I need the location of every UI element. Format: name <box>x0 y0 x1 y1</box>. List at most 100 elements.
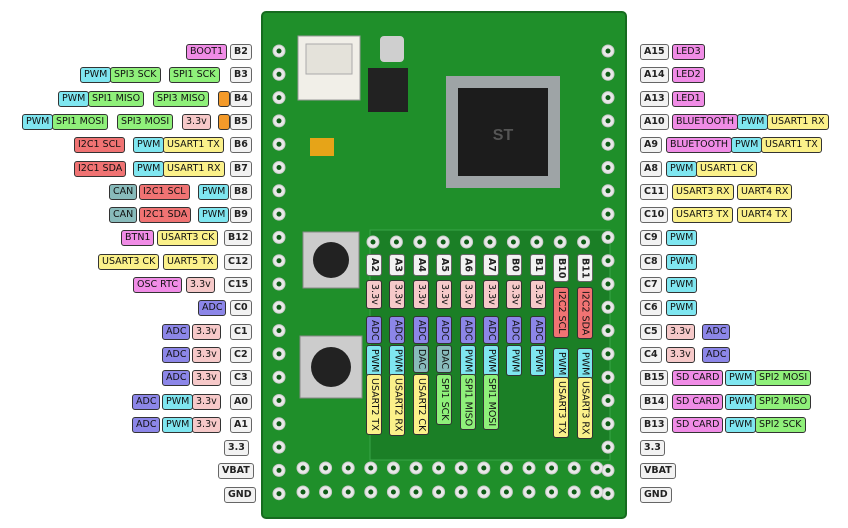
function-tag: PWM <box>198 207 230 224</box>
function-tag: ADC <box>459 316 476 345</box>
pin-hole-center <box>605 374 611 380</box>
pin-hole-center <box>393 239 399 245</box>
pin-hole-center <box>510 239 516 245</box>
btn1-button[interactable] <box>302 231 360 289</box>
pin-label-3-3: 3.3 <box>640 440 665 457</box>
function-tag <box>218 113 230 130</box>
function-tag: PWM <box>483 345 499 377</box>
function-tag: USART2 TX <box>366 374 382 435</box>
function-tag: USART3 CK <box>157 230 219 247</box>
function-tag: PWM <box>133 160 165 177</box>
function-tag: ADC <box>162 370 191 387</box>
function-tag: LED3 <box>672 44 705 60</box>
function-tag: PWM <box>725 416 757 433</box>
function-tag: SPI1 SCK <box>169 67 220 84</box>
function-tag: ADC <box>132 416 161 433</box>
function-tag: UART4 TX <box>737 207 792 224</box>
pin-label-c4: C4 <box>640 346 662 363</box>
pin-hole-center <box>605 165 611 170</box>
pin-hole-center <box>571 489 577 495</box>
crystal <box>380 36 404 62</box>
pin-hole-center <box>276 48 282 54</box>
function-tag: PWM <box>576 348 593 380</box>
pin-label-c3: C3 <box>230 370 252 387</box>
pin-hole-center <box>300 489 306 495</box>
function-tag: SPI2 MOSI <box>755 370 812 387</box>
pin-hole-center <box>276 258 282 264</box>
pin-label-c0: C0 <box>230 300 252 317</box>
function-tag: PWM <box>198 183 230 200</box>
function-tag: PWM <box>553 348 570 380</box>
pin-hole-center <box>481 465 487 471</box>
pin-hole-center <box>276 351 282 357</box>
pin-label-a1: A1 <box>230 416 252 433</box>
function-tag: USART1 RX <box>163 160 225 177</box>
function-tag: ADC <box>198 300 227 317</box>
pin-label-b10: B10 <box>553 254 570 283</box>
pin-hole-center <box>605 234 611 240</box>
function-tag: PWM <box>133 137 165 154</box>
pin-hole-center <box>594 465 600 471</box>
function-tag: SPI1 MOSI <box>52 113 109 130</box>
pin-hole-center <box>370 239 376 245</box>
reset-button[interactable] <box>299 335 363 399</box>
pin-hole-center <box>276 211 282 217</box>
regulator <box>368 68 408 112</box>
function-tag: PWM <box>506 345 523 377</box>
function-tag: USART1 CK <box>696 160 758 177</box>
function-tag: PWM <box>666 160 698 177</box>
pin-label-b5: B5 <box>230 113 252 130</box>
pin-label-b14: B14 <box>640 393 669 410</box>
pin-hole-center <box>605 48 611 54</box>
pin-label-a5: A5 <box>436 254 453 276</box>
function-tag: 3.3v <box>506 280 523 309</box>
pin-label-b3: B3 <box>230 67 252 84</box>
function-tag: SPI1 MOSI <box>483 374 499 431</box>
pin-hole-center <box>581 239 587 245</box>
pin-label-b12: B12 <box>224 230 253 247</box>
pin-hole-center <box>458 489 464 495</box>
pin-hole-center <box>605 71 611 77</box>
function-tag: BTN1 <box>121 230 155 247</box>
function-tag: I2C1 SDA <box>74 160 127 177</box>
pin-hole-center <box>276 421 282 427</box>
function-tag: PWM <box>731 137 763 154</box>
pin-hole-center <box>276 165 282 170</box>
pin-label-c12: C12 <box>224 253 253 270</box>
function-tag: USART1 RX <box>767 113 829 130</box>
function-tag: I2C1 SDA <box>139 207 192 224</box>
pin-hole-center <box>345 489 351 495</box>
function-tag: 3.3v <box>436 280 453 309</box>
pin-hole-center <box>534 239 540 245</box>
function-tag: PWM <box>389 345 406 377</box>
function-tag: 3.3v <box>529 280 546 309</box>
pin-hole-center <box>417 239 423 245</box>
pin-hole-center <box>390 489 396 495</box>
function-tag: PWM <box>529 345 546 377</box>
pin-label-b6: B6 <box>230 137 252 154</box>
function-tag: SPI3 SCK <box>110 67 161 84</box>
pin-hole-center <box>557 239 563 245</box>
pin-hole-center <box>605 141 611 147</box>
function-tag: PWM <box>459 345 476 377</box>
function-tag: UART5 TX <box>163 253 218 270</box>
pin-label-b2: B2 <box>230 44 252 60</box>
mcu-chip: ST <box>446 76 560 188</box>
pin-hole-center <box>276 398 282 403</box>
function-tag: ADC <box>132 393 161 410</box>
pin-hole-center <box>605 351 611 357</box>
pin-label-b0: B0 <box>506 254 523 276</box>
pin-label-c11: C11 <box>640 183 669 200</box>
function-tag: ADC <box>412 316 429 345</box>
function-tag: USART3 RX <box>672 183 734 200</box>
pin-hole-center <box>526 489 532 495</box>
pin-label-c5: C5 <box>640 323 662 340</box>
pin-label-a6: A6 <box>459 254 476 276</box>
function-tag: BOOT1 <box>186 44 228 60</box>
pin-label-c15: C15 <box>224 277 253 293</box>
pin-hole-center <box>276 141 282 147</box>
pin-hole-center <box>276 467 282 473</box>
pin-label-a9: A9 <box>640 137 662 154</box>
function-tag: ADC <box>529 316 546 345</box>
pin-hole-center <box>549 465 555 471</box>
